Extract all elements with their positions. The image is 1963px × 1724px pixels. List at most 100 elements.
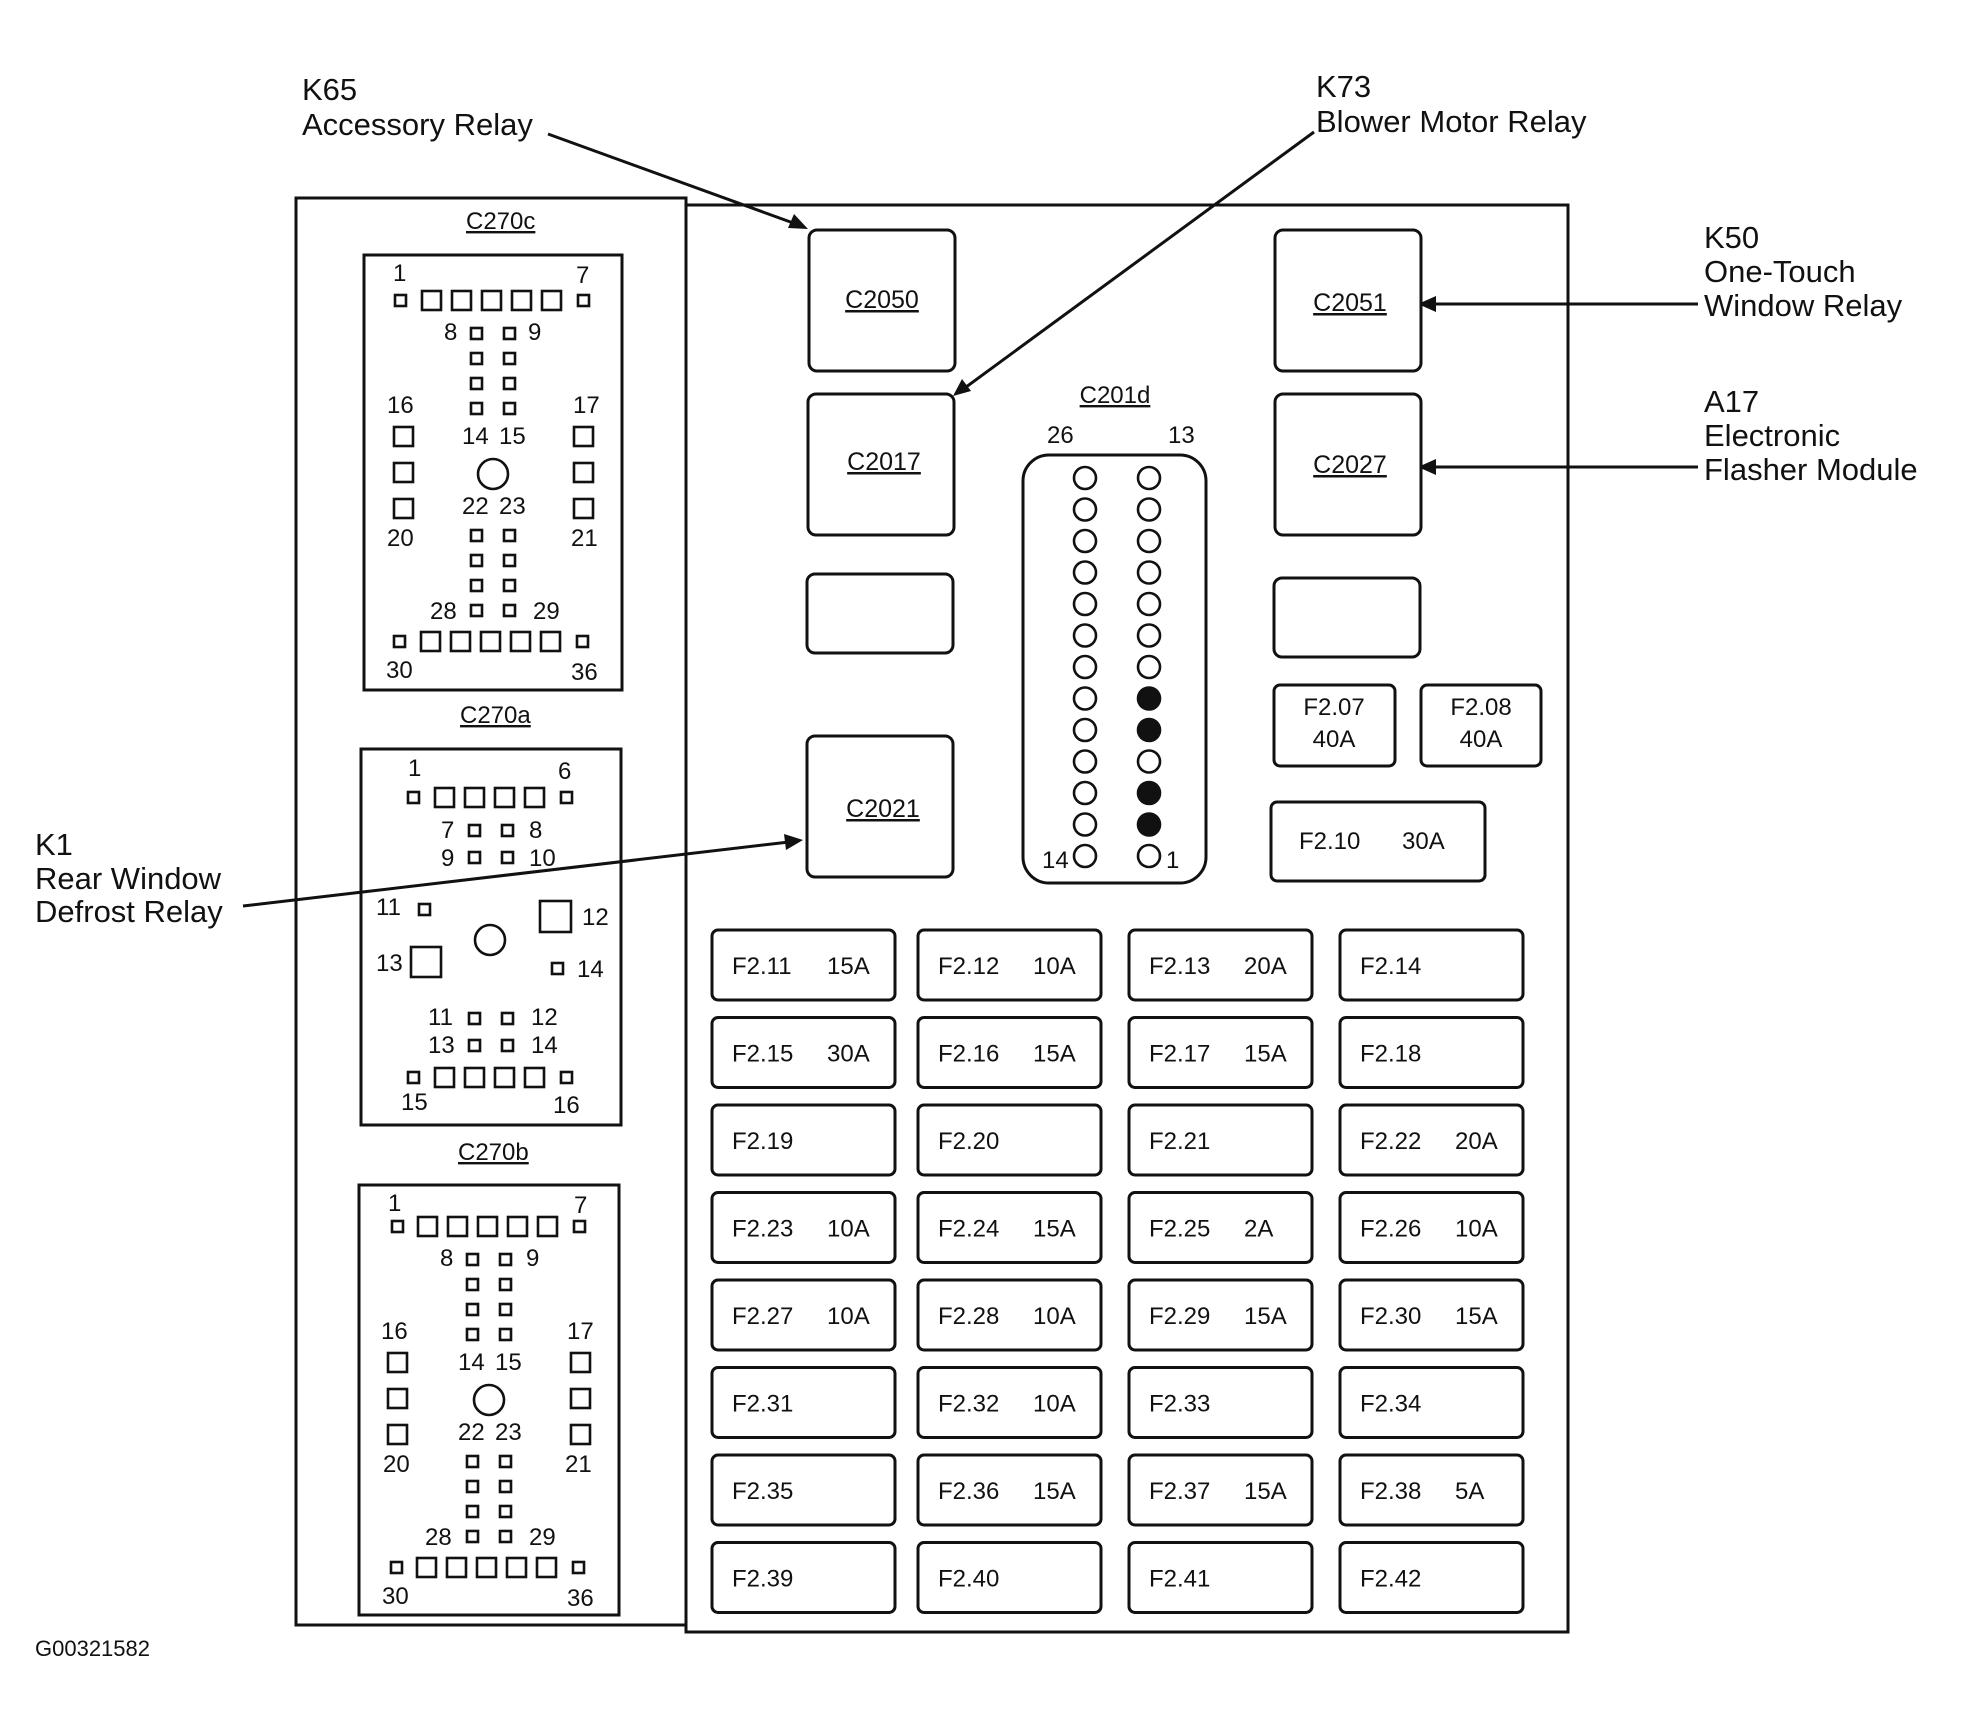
fuse-f2-10-id: F2.10 xyxy=(1299,828,1360,855)
relay-c2050: C2050 xyxy=(807,228,957,373)
pin-label-6: 6 xyxy=(558,758,571,785)
fuse-f2-42: F2.42 xyxy=(1338,1541,1525,1614)
fuse-body xyxy=(1338,1103,1525,1177)
fuse-body xyxy=(916,1541,1103,1614)
fuse-body xyxy=(1127,928,1314,1002)
fuse-body xyxy=(710,1453,897,1527)
c201d-pin xyxy=(1072,528,1098,554)
fuse-amp: 10A xyxy=(1033,953,1076,980)
fuse-amp: 10A xyxy=(827,1216,870,1243)
fuse-id: F2.20 xyxy=(938,1128,999,1155)
fuse-f2-31: F2.31 xyxy=(710,1366,897,1439)
fuse-body xyxy=(916,1103,1103,1177)
pin-label-20: 20 xyxy=(387,525,414,552)
pin-label-11: 11 xyxy=(428,1004,453,1031)
callout-k50-code: K50 xyxy=(1704,220,1759,255)
callout-k65-code: K65 xyxy=(302,72,357,107)
pin-label-12: 12 xyxy=(582,904,609,931)
pin-label-23: 23 xyxy=(499,493,526,520)
fuse-body xyxy=(1338,1453,1525,1527)
callout-k1-code: K1 xyxy=(35,827,73,862)
fuse-id: F2.33 xyxy=(1149,1391,1210,1418)
callout-k73-name: Blower Motor Relay xyxy=(1316,104,1587,139)
c201d-pin xyxy=(1072,497,1098,522)
pin-label-11: 11 xyxy=(376,894,401,921)
fuse-amp: 10A xyxy=(1455,1216,1498,1243)
relay-c2050-label: C2050 xyxy=(845,286,919,314)
fuse-f2-39: F2.39 xyxy=(710,1541,897,1614)
c201d-pin xyxy=(1072,465,1098,491)
c201d-pin xyxy=(1136,465,1162,491)
pin-label-16: 16 xyxy=(553,1092,580,1119)
connector-c270c: C270c 1 7 8 9 16 17 14 15 22 23 20 21 28… xyxy=(362,208,624,692)
fuse-f2-10: F2.10 30A xyxy=(1269,800,1487,883)
image-code: G00321582 xyxy=(35,1636,150,1661)
fuse-panel-frame xyxy=(684,203,1570,1634)
c201d-pin xyxy=(1072,749,1098,774)
fuse-body xyxy=(916,928,1103,1002)
pin-label-1: 1 xyxy=(388,1190,401,1217)
fuse-amp: 10A xyxy=(1033,1391,1076,1418)
fuse-id: F2.35 xyxy=(732,1478,793,1505)
c201d-pin xyxy=(1136,560,1162,585)
pin-label-22: 22 xyxy=(462,493,489,520)
fuse-amp: 30A xyxy=(827,1041,870,1068)
fuse-id: F2.25 xyxy=(1149,1216,1210,1243)
relay-c2051: C2051 xyxy=(1273,228,1423,373)
c201d-pin xyxy=(1072,843,1098,869)
callout-a17-code: A17 xyxy=(1704,384,1759,419)
fuse-amp: 5A xyxy=(1455,1478,1484,1505)
fuse-body xyxy=(916,1016,1103,1089)
fuse-f2-20: F2.20 xyxy=(916,1103,1103,1177)
fuse-body xyxy=(1127,1016,1314,1089)
callout-a17: A17 Electronic Flasher Module xyxy=(1418,384,1918,487)
pin-label-12: 12 xyxy=(531,1004,558,1031)
fuse-id: F2.30 xyxy=(1360,1303,1421,1330)
fuse-body xyxy=(916,1366,1103,1439)
fuse-id: F2.17 xyxy=(1149,1041,1210,1068)
fuse-f2-08-amp: 40A xyxy=(1460,726,1503,753)
pin-label-7: 7 xyxy=(441,817,454,844)
pin-label-1: 1 xyxy=(393,260,406,287)
fuse-id: F2.36 xyxy=(938,1478,999,1505)
relay-c2051-label: C2051 xyxy=(1313,289,1387,317)
fuse-body xyxy=(1338,1541,1525,1614)
fuse-f2-07: F2.07 40A xyxy=(1272,683,1397,768)
fuse-body xyxy=(1338,1278,1525,1352)
pin-label-15: 15 xyxy=(495,1349,522,1376)
pin-label-9: 9 xyxy=(528,319,541,346)
fuse-body xyxy=(1338,928,1525,1002)
pin-label-7: 7 xyxy=(574,1192,587,1219)
fuse-body xyxy=(710,1016,897,1089)
fuse-amp: 15A xyxy=(1455,1303,1498,1330)
fuse-body xyxy=(710,1366,897,1439)
fuse-id: F2.18 xyxy=(1360,1041,1421,1068)
pin-label-7: 7 xyxy=(576,262,589,289)
c201d-pin xyxy=(1072,686,1098,711)
fuse-id: F2.11 xyxy=(732,953,792,980)
pin-label-15: 15 xyxy=(499,423,526,450)
connector-c270a-title: C270a xyxy=(460,702,531,729)
fuse-id: F2.23 xyxy=(732,1216,793,1243)
fuse-amp: 20A xyxy=(1455,1128,1498,1155)
pin-label-10: 10 xyxy=(529,845,556,872)
c201d-pin xyxy=(1136,843,1162,869)
fuse-id: F2.38 xyxy=(1360,1478,1421,1505)
pin-label-15: 15 xyxy=(401,1089,428,1116)
c201d-pin-grid xyxy=(1072,465,1162,869)
fuse-f2-38: F2.38 5A xyxy=(1338,1453,1525,1527)
fuse-id: F2.42 xyxy=(1360,1566,1421,1593)
fuse-body xyxy=(710,1541,897,1614)
c201d-pin xyxy=(1072,717,1098,743)
callout-k65: K65 Accessory Relay xyxy=(302,72,808,229)
fuse-body xyxy=(916,1191,1103,1264)
fuse-amp: 10A xyxy=(1033,1303,1076,1330)
